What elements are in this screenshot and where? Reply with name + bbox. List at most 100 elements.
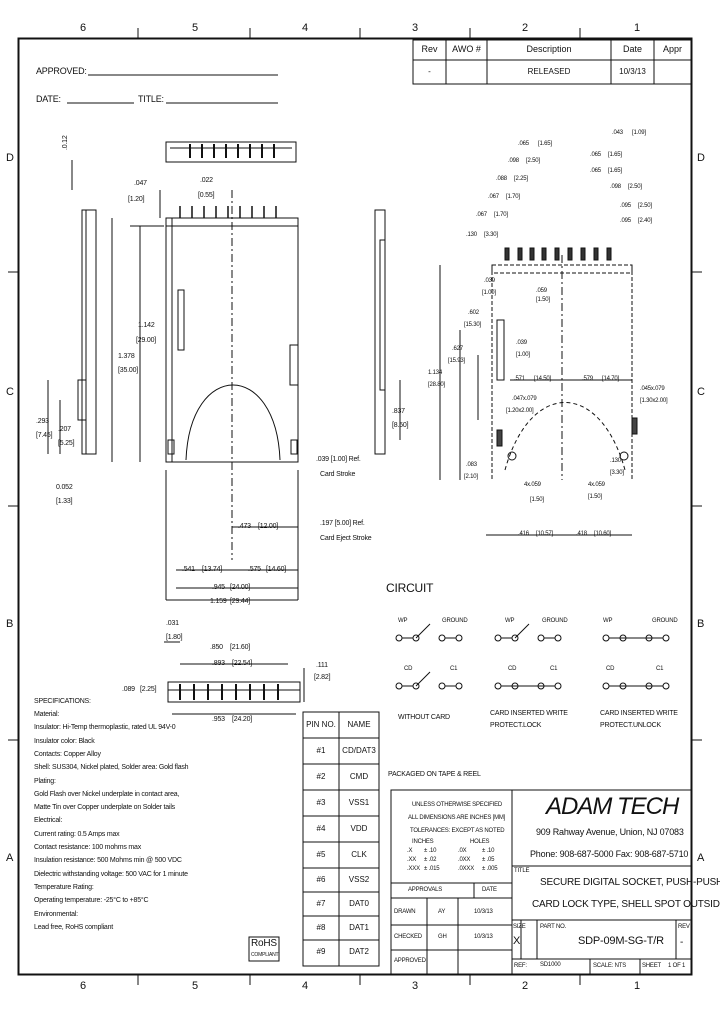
dim-top-012: .0.12 — [62, 135, 69, 150]
dim-top-1378-mm: [35.00] — [118, 367, 139, 374]
zone-bottom-2: 2 — [522, 980, 528, 992]
pin-name: VSS2 — [348, 875, 370, 884]
dim-top-541: .541 — [182, 566, 195, 573]
packaging-note: PACKAGED ON TAPE & REEL — [388, 771, 481, 778]
company-address: 909 Rahway Avenue, Union, NJ 07083 — [536, 827, 684, 837]
dim-top-207-mm: [5.25] — [58, 440, 75, 447]
circuit-2-ground: GROUND — [542, 618, 568, 624]
pcb-dim-1: .043 — [612, 130, 623, 136]
front-dim-6: .953 — [212, 716, 225, 723]
pcb-dim-17: .039 — [484, 278, 495, 284]
spec-line: Contact resistance: 100 mohms max — [34, 844, 142, 851]
rev-header-rev: Rev — [421, 44, 438, 54]
circuit-1-ground: GROUND — [442, 618, 468, 624]
pcb-dim-11-mm: [2.40] — [638, 218, 652, 224]
dim-top-575-mm: [14.60] — [266, 566, 287, 573]
pcb-dim-13: .059 — [536, 288, 547, 294]
pcb-dim-20-mm: [1.30x2.00] — [640, 398, 668, 404]
front-dim-3-mm: [22.54] — [232, 660, 253, 667]
pcb-dim-21: .047x.079 — [512, 396, 537, 402]
pcb-dim-24: .130 — [610, 458, 621, 464]
ref-label: REF: — [514, 963, 527, 969]
scale-label: SCALE: NTS — [593, 963, 627, 969]
pin-name: DAT0 — [349, 899, 369, 908]
circuit-1-wp: WP — [398, 618, 408, 624]
pcb-dim-2: .065 — [518, 141, 529, 147]
pin-number: #1 — [316, 746, 326, 755]
circuit-2-c1: C1 — [550, 666, 558, 672]
front-dim-4: .111 — [316, 662, 328, 669]
rev-header-date: Date — [622, 44, 642, 54]
circuit-3-ground: GROUND — [652, 618, 678, 624]
approved-label: APPROVED: — [36, 66, 87, 76]
pcb-dim-5: .098 — [610, 184, 621, 190]
pcb-dim-18-mm: [14.50] — [534, 376, 551, 382]
sheet-value: 1 OF 1 — [668, 963, 686, 969]
spec-line: Insulator color: Black — [34, 737, 95, 745]
pcb-dim-11: .095 — [620, 218, 631, 224]
zone-bottom-6: 6 — [80, 980, 86, 992]
dim-top-1159-mm: [29.44] — [230, 598, 251, 605]
circuit-1-c1: C1 — [450, 666, 458, 672]
rev-label: REV — [678, 924, 690, 930]
pcb-dim-1-mm: [1.09] — [632, 130, 646, 136]
dim-top-022: .022 — [200, 177, 213, 184]
pin-name: CMD — [349, 772, 369, 781]
front-dim-5-mm: [2.25] — [140, 686, 157, 693]
tolerance-cell: .0X — [458, 848, 467, 854]
zone-left-b: B — [6, 618, 14, 630]
pcb-dim-27: 4x.059 — [588, 482, 605, 488]
dim-top-541-mm: [13.74] — [202, 566, 223, 573]
rev-description: RELEASED — [527, 67, 571, 76]
tolerance-inches: INCHES — [412, 839, 434, 845]
tolerance-line-1: UNLESS OTHERWISE SPECIFIED — [412, 802, 503, 808]
pin-number: #2 — [316, 772, 326, 781]
pin-name: CLK — [351, 850, 367, 859]
pcb-dim-15-mm: [15.93] — [448, 358, 465, 364]
company-phone: Phone: 908-687-5000 Fax: 908-687-5710 — [530, 849, 689, 859]
dim-top-1159: 1.159 — [210, 598, 227, 605]
pcb-dim-4-mm: [2.50] — [526, 158, 540, 164]
pcb-dim-22-mm: [2.10] — [464, 474, 478, 480]
dim-top-1142-mm: [29.00] — [136, 337, 157, 344]
spec-line: Plating: — [34, 777, 56, 785]
dim-top-047-mm: [1.20] — [128, 196, 145, 203]
sheet-label: SHEET — [642, 963, 662, 969]
circuit-3-wp: WP — [603, 618, 613, 624]
spec-line: Environmental: — [34, 910, 78, 918]
zone-top-6: 6 — [80, 22, 86, 34]
dim-top-293-mm: [7.45] — [36, 432, 53, 439]
spec-line: Matte Tin over Copper underplate on Sold… — [34, 804, 175, 812]
spec-line: Lead free, RoHS compliant — [34, 923, 114, 931]
zone-left-d: D — [6, 152, 14, 164]
approval-approved-label: APPROVED — [394, 958, 426, 964]
pcb-dim-9-mm: [1.70] — [494, 212, 508, 218]
circuit-3-cd: CD — [606, 666, 615, 672]
pcb-dim-24-mm: [3.30] — [610, 470, 624, 476]
pcb-dim-16: 1.134 — [428, 370, 443, 376]
approval-drawn-by: AY — [438, 909, 446, 915]
pcb-dim-3-mm: [1.65] — [608, 152, 622, 158]
dim-top-207: .207 — [58, 426, 71, 433]
circuit-3-caption-1: CARD INSERTED WRITE — [600, 710, 678, 717]
rev-value: - — [428, 67, 431, 76]
spec-line: Current rating: 0.5 Amps max — [34, 830, 120, 838]
pcb-dim-9: .067 — [476, 212, 487, 218]
zone-right-d: D — [697, 152, 705, 164]
front-dim-4-mm: [2.82] — [314, 674, 331, 681]
pcb-dim-13-mm: [1.50] — [536, 297, 550, 303]
pcb-dim-15: .627 — [452, 346, 463, 352]
pin-name: DAT1 — [349, 923, 369, 932]
title-line-1: SECURE DIGITAL SOCKET, PUSH-PUSH — [540, 877, 720, 888]
size-value: X — [513, 935, 521, 947]
rev-header-appr: Appr — [662, 44, 682, 54]
pcb-dim-7: .088 — [496, 176, 507, 182]
circuit-2-caption-1: CARD INSERTED WRITE — [490, 710, 568, 717]
spec-line: Shell: SUS304, Nickel plated, Solder are… — [34, 764, 189, 772]
rohs-mark: RoHS — [251, 938, 277, 949]
dim-top-473-mm: [12.00] — [258, 523, 279, 530]
rohs-compliant: COMPLIANT — [251, 952, 279, 958]
circuit-3-caption-2: PROTECT.UNLOCK — [600, 722, 661, 729]
front-dim-1-mm: [1.80] — [166, 634, 183, 641]
pin-name: DAT2 — [349, 947, 369, 956]
